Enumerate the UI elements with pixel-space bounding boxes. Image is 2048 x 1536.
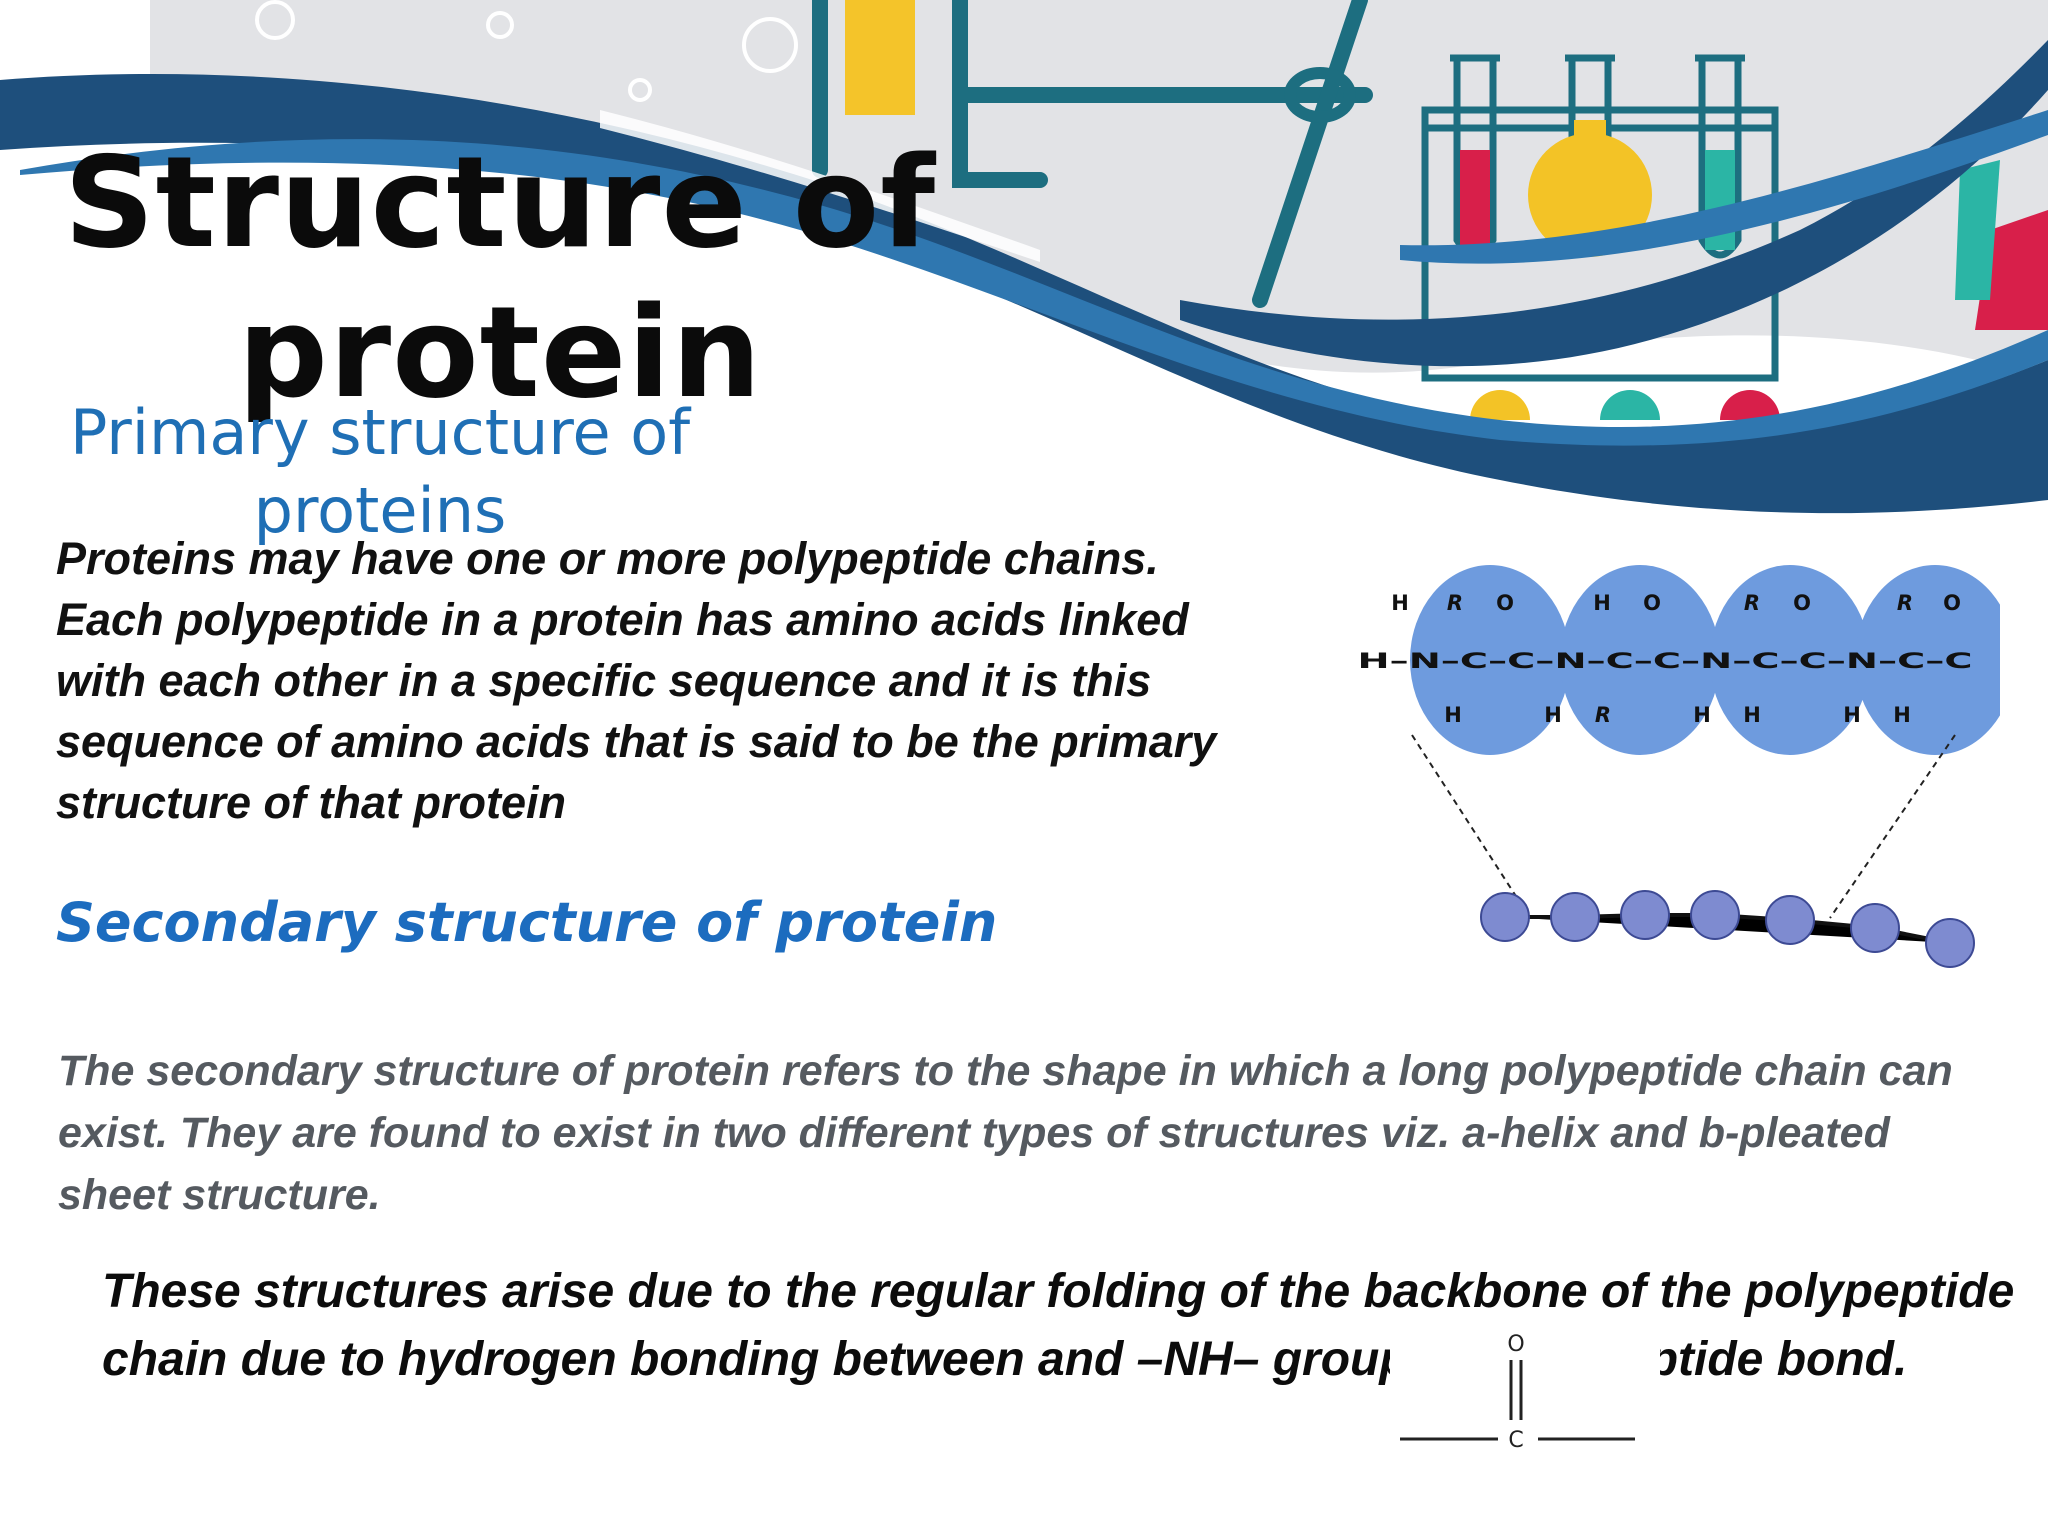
peptide-top-atom: R [1897,591,1913,615]
carbonyl-group-structure: O C [1390,1325,1660,1465]
peptide-top-atom: O [1643,591,1661,615]
peptide-bottom-atom: H [1444,703,1462,727]
amino-acid-beads [1480,890,1975,968]
secondary-structure-paragraph: The secondary structure of protein refer… [58,1047,1953,1219]
peptide-bottom-atom: H [1544,703,1562,727]
peptide-top-atom: O [1496,591,1514,615]
peptide-top-atom: R [1447,591,1463,615]
residue-circles [1410,565,2000,755]
peptide-backbone: H–N–C–C–N–C–C–N–C–C–N–C–C [1358,649,1973,673]
peptide-bottom-atom: H [1893,703,1911,727]
carbonyl-oxygen: O [1507,1332,1524,1357]
peptide-top-atom: H [1593,591,1611,615]
secondary-structure-heading: Secondary structure of protein [56,891,998,954]
peptide-top-atom: H [1391,591,1409,615]
peptide-top-atom: O [1943,591,1961,615]
peptide-bottom-atom: H [1743,703,1761,727]
backbone-folding-paragraph: These structures arise due to the regula… [102,1265,2015,1386]
slide-title: Structure of protein [63,129,937,426]
peptide-top-atom: O [1793,591,1811,615]
peptide-bottom-atom: R [1595,703,1611,727]
polypeptide-chain-diagram: H–N–C–C–N–C–C–N–C–C–N–C–C H R O H O R O R O H H R H H H… [1358,565,2000,968]
carbonyl-carbon: C [1508,1428,1523,1453]
peptide-bottom-atom: H [1693,703,1711,727]
peptide-bottom-atom: H [1843,703,1861,727]
primary-structure-paragraph: Proteins may have one or more polypeptid… [56,533,1217,828]
peptide-top-atom: R [1744,591,1760,615]
primary-structure-heading: Primary structure of proteins [69,396,691,547]
